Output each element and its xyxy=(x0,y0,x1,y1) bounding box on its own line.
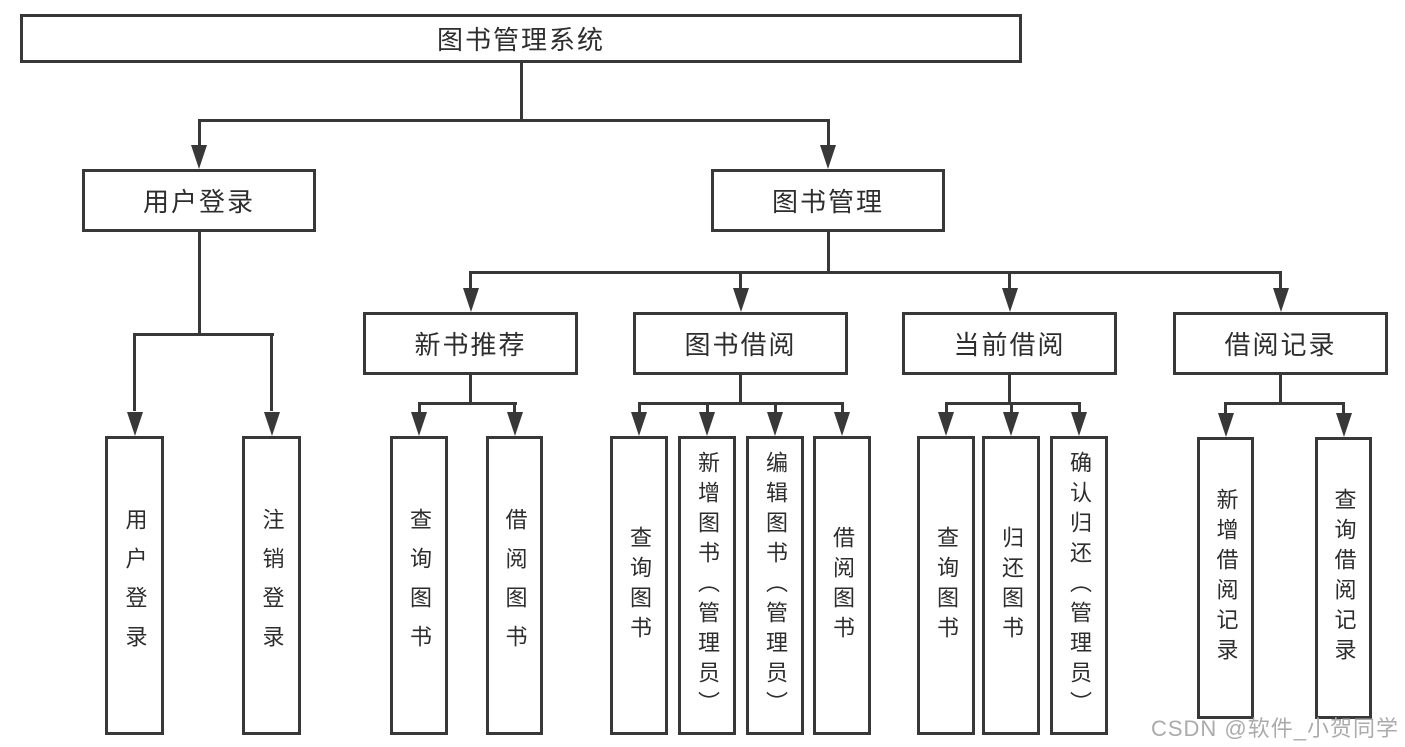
arrow-down-icon xyxy=(820,145,836,169)
connector-line xyxy=(270,335,273,411)
connector-line xyxy=(826,121,830,147)
connector-line xyxy=(197,232,201,335)
leaf-newbooks-borrow-books: 借阅图书 xyxy=(486,436,543,735)
arrow-down-icon xyxy=(732,288,749,312)
leaf-add-borrow-record-label: 新增借阅记录 xyxy=(1213,488,1239,668)
arrow-down-icon xyxy=(767,412,783,436)
leaf-confirm-return-admin: 确认归还（管理员） xyxy=(1050,436,1108,735)
connector-line xyxy=(739,273,742,290)
arrow-down-icon xyxy=(126,412,143,436)
leaf-add-books-admin: 新增图书（管理员） xyxy=(678,436,736,735)
connector-line xyxy=(773,404,777,414)
connector-line xyxy=(1342,404,1345,415)
leaf-confirm-return-admin-label: 确认归还（管理员） xyxy=(1067,450,1092,721)
connector-line xyxy=(1008,273,1011,290)
connector-line xyxy=(826,232,830,273)
arrow-down-icon xyxy=(631,412,647,436)
arrow-down-icon xyxy=(1272,288,1289,312)
connector-line xyxy=(133,335,136,411)
arrow-down-icon xyxy=(411,412,427,436)
leaf-user-login: 用户登录 xyxy=(105,436,164,735)
leaf-return-books: 归还图书 xyxy=(982,436,1040,735)
connector-line xyxy=(133,333,274,336)
leaf-edit-books-admin: 编辑图书（管理员） xyxy=(746,436,804,735)
arrow-down-icon xyxy=(1071,412,1087,436)
connector-line xyxy=(469,273,472,290)
node-root: 图书管理系统 xyxy=(20,14,1022,63)
connector-line xyxy=(1008,375,1011,404)
leaf-user-login-label: 用户登录 xyxy=(122,507,148,664)
connector-line xyxy=(1009,404,1013,414)
leaf-newbooks-query-books-label: 查询图书 xyxy=(407,507,432,664)
arrow-down-icon xyxy=(1001,288,1018,312)
node-book-management: 图书管理 xyxy=(711,169,945,232)
leaf-edit-books-admin-label: 编辑图书（管理员） xyxy=(763,450,788,721)
connector-line xyxy=(1224,404,1227,415)
csdn-watermark: CSDN @软件_小贺同学 xyxy=(1150,716,1399,741)
node-root-label: 图书管理系统 xyxy=(436,25,605,55)
node-book-borrowing: 图书借阅 xyxy=(633,312,848,375)
connector-line xyxy=(1077,404,1081,414)
leaf-add-borrow-record: 新增借阅记录 xyxy=(1197,437,1254,719)
connector-line xyxy=(197,119,830,122)
connector-line xyxy=(417,402,517,405)
leaf-current-query-books: 查询图书 xyxy=(917,436,975,735)
leaf-borrowing-borrow-books: 借阅图书 xyxy=(813,436,871,735)
node-book-management-label: 图书管理 xyxy=(771,187,884,217)
connector-line xyxy=(417,404,421,414)
connector-line xyxy=(1279,273,1282,290)
leaf-query-borrow-record-label: 查询借阅记录 xyxy=(1331,488,1357,668)
node-new-book-recommend: 新书推荐 xyxy=(363,312,578,375)
arrow-down-icon xyxy=(834,412,850,436)
connector-line xyxy=(1224,402,1345,405)
connector-line xyxy=(944,404,948,414)
connector-line xyxy=(840,404,844,414)
connector-line xyxy=(513,404,516,414)
connector-line xyxy=(739,375,742,404)
node-new-book-recommend-label: 新书推荐 xyxy=(414,330,527,360)
leaf-return-books-label: 归还图书 xyxy=(999,525,1024,646)
connector-line xyxy=(944,402,1081,405)
leaf-newbooks-borrow-books-label: 借阅图书 xyxy=(502,507,528,664)
leaf-logout-label: 注销登录 xyxy=(259,507,285,664)
connector-line xyxy=(519,63,523,121)
node-user-login: 用户登录 xyxy=(82,169,316,232)
arrow-down-icon xyxy=(191,145,207,169)
leaf-add-books-admin-label: 新增图书（管理员） xyxy=(695,450,720,721)
connector-line xyxy=(637,404,641,414)
connector-line xyxy=(705,404,709,414)
arrow-down-icon xyxy=(1003,412,1019,436)
leaf-borrowing-query-books-label: 查询图书 xyxy=(627,525,652,646)
node-current-borrowing-label: 当前借阅 xyxy=(953,330,1066,360)
arrow-down-icon xyxy=(699,412,715,436)
connector-line xyxy=(469,271,1282,274)
leaf-borrowing-borrow-books-label: 借阅图书 xyxy=(830,525,855,646)
arrow-down-icon xyxy=(938,412,954,436)
leaf-borrowing-query-books: 查询图书 xyxy=(610,436,668,735)
leaf-query-borrow-record: 查询借阅记录 xyxy=(1315,437,1372,719)
node-book-borrowing-label: 图书借阅 xyxy=(684,330,797,360)
leaf-logout: 注销登录 xyxy=(242,436,301,735)
leaf-current-query-books-label: 查询图书 xyxy=(934,525,959,646)
connector-line xyxy=(637,402,844,405)
leaf-newbooks-query-books: 查询图书 xyxy=(390,436,448,735)
node-borrowing-records: 借阅记录 xyxy=(1173,312,1388,375)
node-borrowing-records-label: 借阅记录 xyxy=(1224,330,1337,360)
connector-line xyxy=(1279,375,1282,404)
arrow-down-icon xyxy=(462,288,479,312)
connector-line xyxy=(469,375,472,404)
node-user-login-label: 用户登录 xyxy=(142,187,255,217)
connector-line xyxy=(197,121,201,147)
arrow-down-icon xyxy=(1335,413,1352,437)
arrow-down-icon xyxy=(1217,413,1234,437)
node-current-borrowing: 当前借阅 xyxy=(902,312,1117,375)
arrow-down-icon xyxy=(506,412,523,436)
arrow-down-icon xyxy=(263,412,280,436)
